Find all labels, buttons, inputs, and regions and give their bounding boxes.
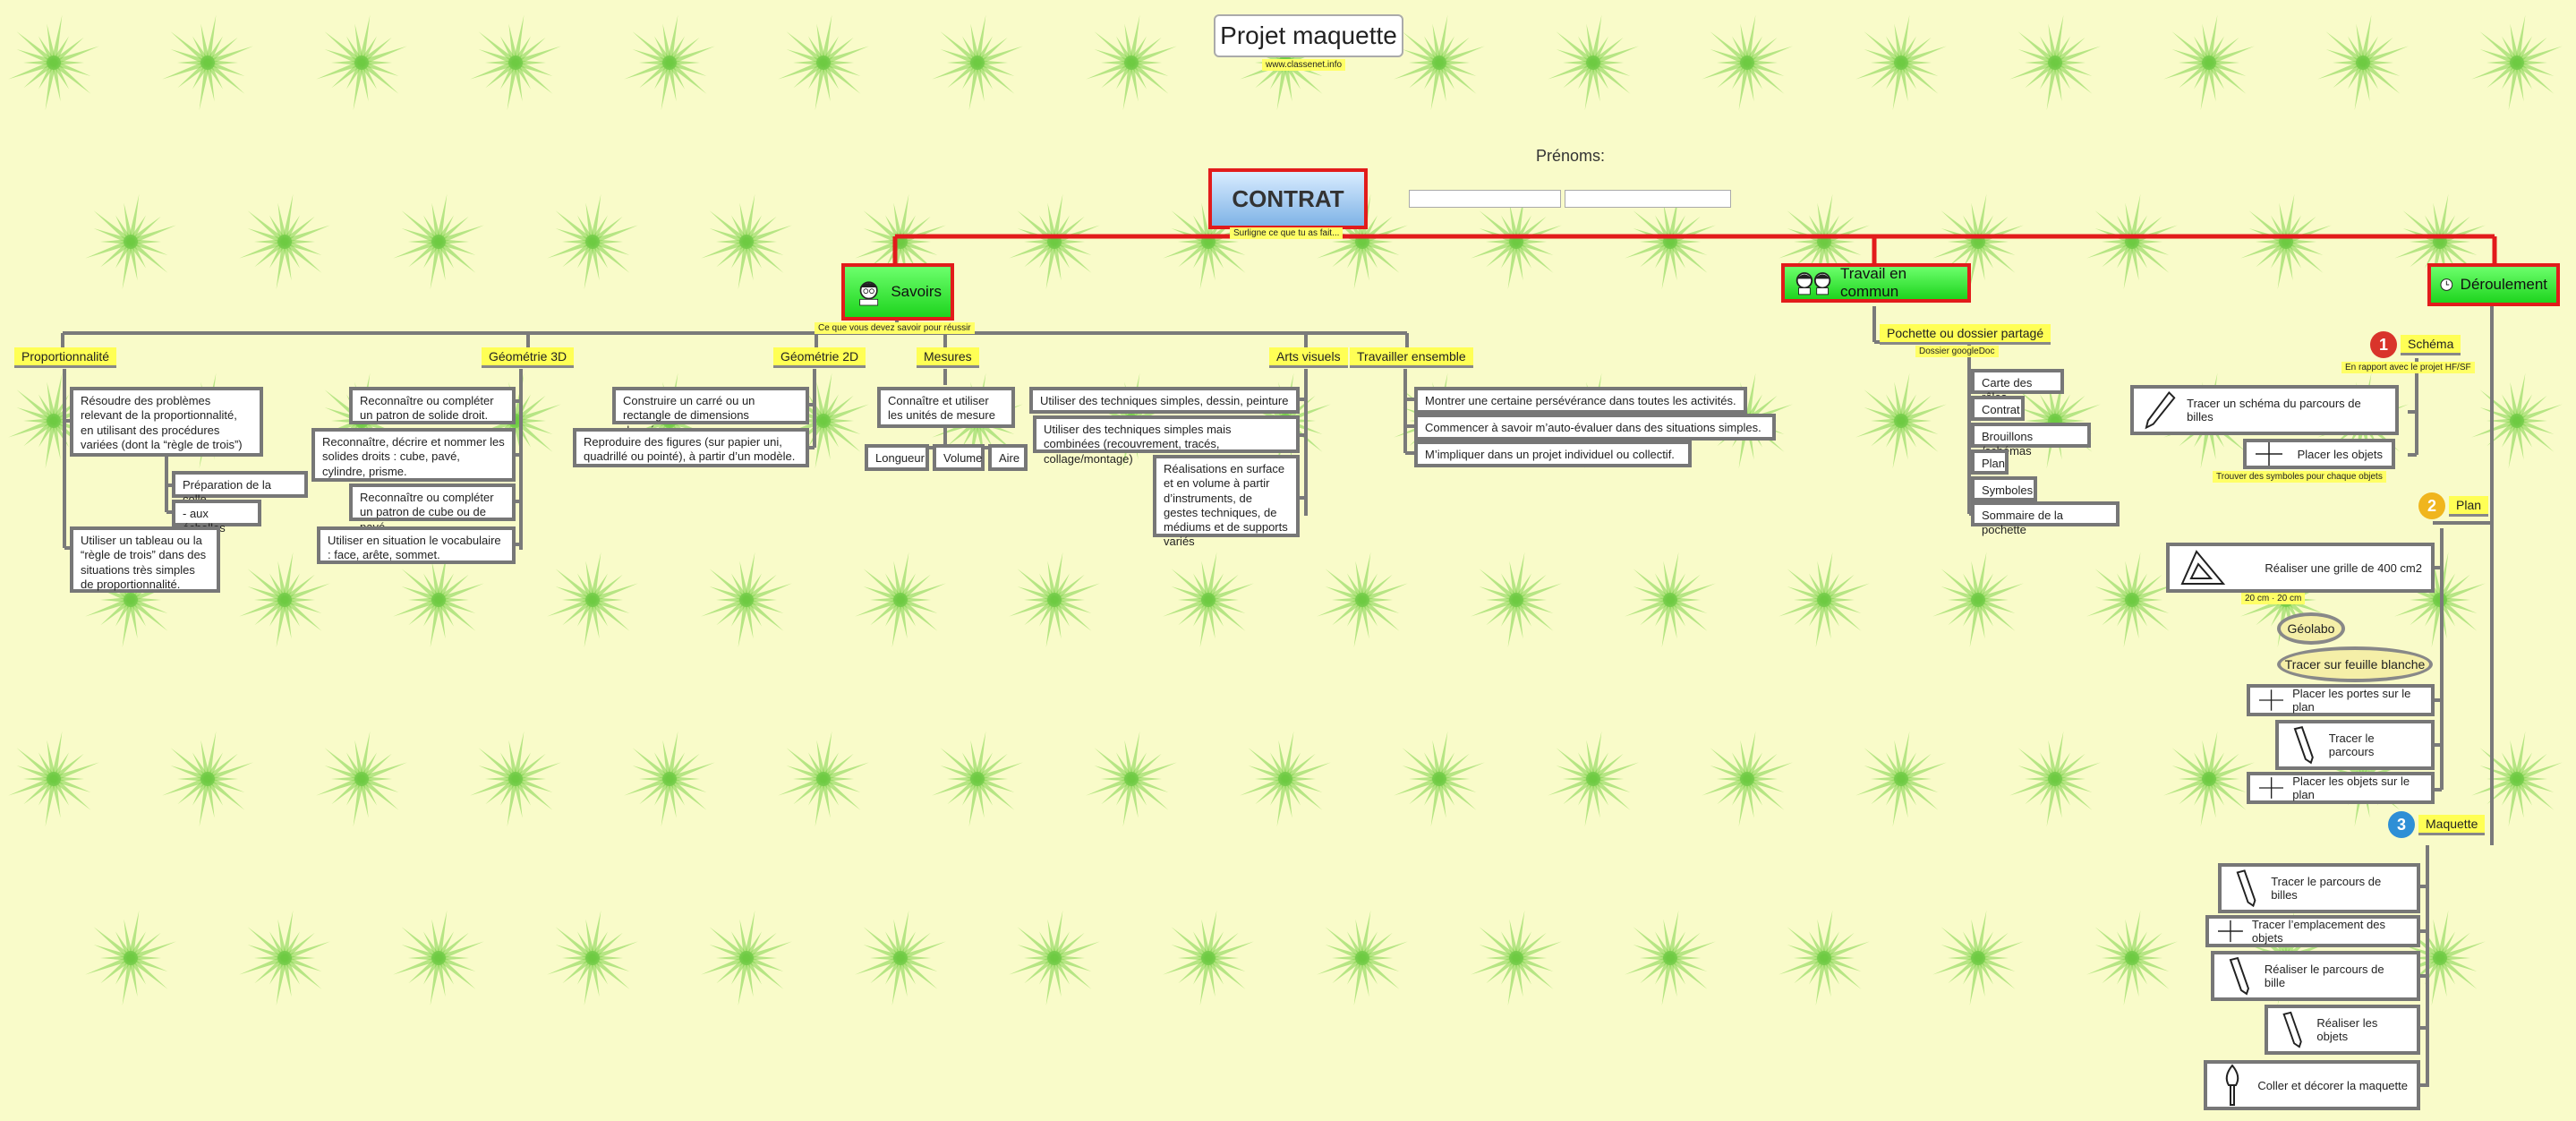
arts-item-3[interactable]: Réalisations en surface et en volume à p…	[1153, 455, 1300, 548]
pencil-icon	[2145, 390, 2176, 430]
feuille-blanche-node[interactable]: Tracer sur feuille blanche	[2277, 646, 2433, 682]
mesures-label[interactable]: Mesures	[917, 347, 979, 368]
kids-icon	[1796, 272, 1831, 295]
arts-visuels-label[interactable]: Arts visuels	[1269, 347, 1348, 368]
proportionnalite-item-2[interactable]: Utiliser un tableau ou la “règle de troi…	[70, 526, 220, 593]
plan-label: Plan	[2449, 495, 2489, 517]
arts-item-1[interactable]: Utiliser des techniques simples, dessin,…	[1029, 387, 1300, 414]
plan-item-1-text: Réaliser une grille de 400 cm2	[2265, 560, 2422, 575]
travail-en-commun-node[interactable]: Travail en commun	[1781, 263, 1971, 303]
schema-note: En rapport avec le projet HF/SF	[2341, 362, 2475, 373]
number-3-icon: 3	[2388, 811, 2415, 838]
geo3d-item-3[interactable]: Reconnaître ou compléter un patron de cu…	[349, 483, 516, 534]
mesures-unit-longueur[interactable]: Longueur	[865, 444, 929, 471]
schema-item-2-note: Trouver des symboles pour chaque objets	[2213, 471, 2386, 483]
travail-item-plan[interactable]: Plan	[1971, 449, 2009, 475]
geo3d-item-1[interactable]: Reconnaître ou compléter un patron de so…	[349, 387, 516, 424]
mesures-unit-aire[interactable]: Aire	[988, 444, 1028, 471]
schema-item-1-text: Tracer un schéma du parcours de billes	[2187, 397, 2361, 424]
prenom-input-1[interactable]	[1409, 190, 1561, 208]
travail-item-carte-roles[interactable]: Carte des rôles	[1971, 369, 2064, 404]
deroulement-node[interactable]: Déroulement	[2427, 263, 2560, 306]
maquette-item-3-text: Réaliser le parcours de bille	[2264, 963, 2384, 989]
travail-label: Travail en commun	[1840, 265, 1907, 300]
schema-label: Schéma	[2401, 334, 2461, 355]
plan-item-3[interactable]: Tracer le parcours	[2275, 720, 2435, 770]
deroulement-label: Déroulement	[2460, 276, 2547, 293]
ensemble-item-2[interactable]: Commencer à savoir m’auto-évaluer dans d…	[1414, 414, 1776, 441]
geo2d-item-2[interactable]: Reproduire des figures (sur papier uni, …	[573, 428, 809, 467]
pencil-icon	[2293, 725, 2314, 765]
plan-header[interactable]: 2 Plan	[2418, 492, 2489, 519]
pencil-icon	[2282, 1011, 2302, 1048]
maquette-label: Maquette	[2418, 814, 2486, 835]
prenoms-label: Prénoms:	[1536, 147, 1606, 165]
maquette-item-3[interactable]: Réaliser le parcours de bille	[2211, 951, 2420, 1001]
contract-node[interactable]: CONTRAT	[1208, 168, 1368, 229]
mesures-item-1[interactable]: Connaître et utiliser les unités de mesu…	[877, 387, 1015, 428]
maquette-item-2-text: Tracer l’emplacement des objets	[2251, 918, 2385, 945]
ensemble-item-3[interactable]: M’impliquer dans un projet individuel ou…	[1414, 441, 1692, 467]
number-1-icon: 1	[2370, 331, 2397, 358]
plan-item-4-text: Placer les objets sur le plan	[2292, 774, 2410, 801]
travail-item-sommaire[interactable]: Sommaire de la pochette	[1971, 501, 2120, 536]
set-square-icon	[2180, 550, 2226, 585]
schema-item-2-text: Placer les objets	[2297, 447, 2383, 461]
pochette-label[interactable]: Pochette ou dossier partagé	[1880, 324, 2051, 345]
proportionnalite-item-1[interactable]: Résoudre des problèmes relevant de la pr…	[70, 387, 263, 457]
contract-note: Surligne ce que tu as fait...	[1230, 227, 1343, 239]
maquette-header[interactable]: 3 Maquette	[2388, 811, 2486, 838]
travailler-ensemble-label[interactable]: Travailler ensemble	[1350, 347, 1473, 368]
geo3d-item-2[interactable]: Reconnaître, décrire et nommer les solid…	[311, 428, 516, 482]
page-title: Projet maquette	[1214, 14, 1403, 57]
geo3d-item-4[interactable]: Utiliser en situation le vocabulaire : f…	[317, 526, 516, 564]
plan-item-4[interactable]: Placer les objets sur le plan	[2247, 772, 2435, 804]
mesures-unit-volume[interactable]: Volume	[933, 444, 985, 471]
schema-header[interactable]: 1 Schéma	[2370, 331, 2461, 358]
proportionnalite-sub-2[interactable]: - aux échelles	[172, 500, 261, 535]
brush-icon	[2225, 1064, 2239, 1106]
proportionnalite-sub-1[interactable]: Préparation de la colle	[172, 471, 308, 506]
plan-item-1-note: 20 cm · 20 cm	[2241, 593, 2306, 604]
savoirs-note: Ce que vous devez savoir pour réussir	[815, 322, 975, 334]
prenom-input-2[interactable]	[1565, 190, 1731, 208]
maquette-item-2[interactable]: Tracer l’emplacement des objets	[2205, 915, 2420, 947]
ensemble-item-1[interactable]: Montrer une certaine persévérance dans t…	[1414, 387, 1747, 414]
savoirs-label: Savoirs	[891, 283, 942, 300]
savoirs-node[interactable]: Savoirs	[841, 263, 954, 321]
schema-item-1[interactable]: Tracer un schéma du parcours de billes	[2130, 385, 2399, 435]
pencil-icon	[2236, 869, 2256, 908]
arts-item-2[interactable]: Utiliser des techniques simples mais com…	[1033, 415, 1300, 466]
travail-item-contrat[interactable]: Contrat	[1971, 396, 2025, 421]
student-icon	[859, 281, 879, 306]
maquette-item-1-text: Tracer le parcours de billes	[2271, 875, 2382, 902]
maquette-item-4-text: Réaliser les objets	[2316, 1016, 2378, 1043]
maquette-item-1[interactable]: Tracer le parcours de billes	[2218, 863, 2420, 913]
crosshair-icon	[2259, 689, 2284, 711]
plan-item-1[interactable]: Réaliser une grille de 400 cm2	[2166, 543, 2435, 593]
crosshair-icon	[2218, 920, 2243, 943]
geometrie-3d-label[interactable]: Géométrie 3D	[482, 347, 575, 368]
maquette-item-5-text: Coller et décorer la maquette	[2257, 1078, 2408, 1092]
travail-item-symboles[interactable]: Symboles	[1971, 476, 2037, 501]
geometrie-2d-label[interactable]: Géométrie 2D	[773, 347, 866, 368]
maquette-item-5[interactable]: Coller et décorer la maquette	[2204, 1060, 2420, 1110]
pochette-note: Dossier googleDoc	[1915, 346, 1999, 357]
site-url-label: www.classenet.info	[1262, 59, 1346, 71]
plan-item-3-text: Tracer le parcours	[2328, 732, 2375, 758]
crosshair-icon	[2259, 777, 2284, 799]
crosshair-icon	[2256, 442, 2282, 466]
geolabo-node[interactable]: Géolabo	[2277, 612, 2345, 645]
schema-item-2[interactable]: Placer les objets	[2243, 439, 2395, 469]
plan-item-2-text: Placer les portes sur le plan	[2292, 687, 2411, 714]
travail-item-brouillons[interactable]: Brouillons /schémas	[1971, 423, 2091, 458]
proportionnalite-label[interactable]: Proportionnalité	[14, 347, 117, 368]
maquette-item-4[interactable]: Réaliser les objets	[2265, 1005, 2420, 1055]
clock-icon	[2440, 278, 2453, 291]
plan-item-2[interactable]: Placer les portes sur le plan	[2247, 684, 2435, 716]
geo2d-item-1[interactable]: Construire un carré ou un rectangle de d…	[612, 387, 809, 437]
number-2-icon: 2	[2418, 492, 2445, 519]
pencil-icon	[2229, 956, 2249, 996]
